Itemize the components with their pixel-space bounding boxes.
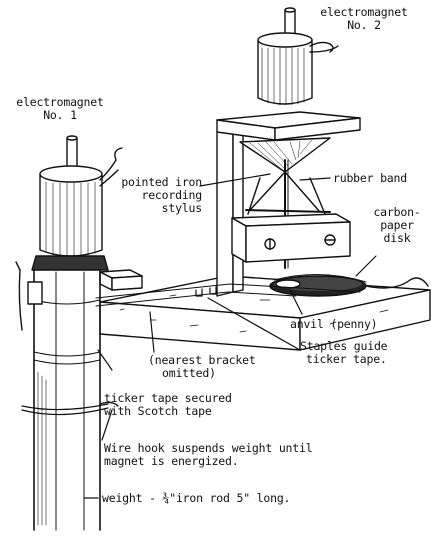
label-nearest-bracket: (nearest bracket omitted) [148,354,256,380]
label-hook-line2: magnet is energized. [104,454,239,468]
label-carbon-paper-disk: carbon- paper disk [364,206,430,245]
electromagnet-2 [257,7,339,106]
support-post [15,261,119,531]
label-anvil: anvil (penny) [290,317,378,331]
label-electromagnet-1-line1: electromagnet [16,95,104,109]
label-electromagnet-1-line2: No. 1 [43,108,77,122]
label-stylus-line2: recording [141,188,202,202]
label-ticker-line2: with Scotch tape [104,404,212,418]
label-electromagnet-2: electromagnet No. 2 [316,6,412,32]
guide-block [231,213,351,263]
label-staples-line1: Staples guide [300,339,388,353]
label-carbon-line1: carbon- [373,205,421,219]
label-stylus-line1: pointed iron [121,175,202,189]
label-stylus: pointed iron recording stylus [112,176,202,215]
label-electromagnet-1: electromagnet No. 1 [8,96,112,122]
leader-lines [83,173,377,499]
top-crossbar [216,111,361,141]
ticker-tape [95,283,361,307]
label-bracket-line2: omitted) [162,366,216,380]
stylus-assembly [239,137,331,269]
label-bracket-line1: (nearest bracket [148,353,256,367]
label-carbon-line3: disk [383,231,411,245]
electromagnet-1 [31,135,123,271]
upright-post [216,127,244,297]
label-staples: Staples guide ticker tape. [300,339,388,366]
label-ticker-line1: ticker tape secured [104,391,232,405]
label-ticker-tape: ticker tape secured with Scotch tape [104,392,232,418]
label-wire-hook: Wire hook suspends weight until magnet i… [104,441,313,468]
left-bracket-block [99,269,143,291]
label-rubber-band: rubber band [333,171,407,185]
label-electromagnet-2-line1: electromagnet [320,5,408,19]
label-stylus-line3: stylus [161,201,203,215]
label-carbon-line2: paper [380,218,414,232]
label-electromagnet-2-line2: No. 2 [347,18,381,32]
label-hook-line1: Wire hook suspends weight until [104,441,313,455]
label-weight: weight - ¾"iron rod 5" long. [102,491,291,505]
label-staples-line2: ticker tape. [306,352,387,366]
